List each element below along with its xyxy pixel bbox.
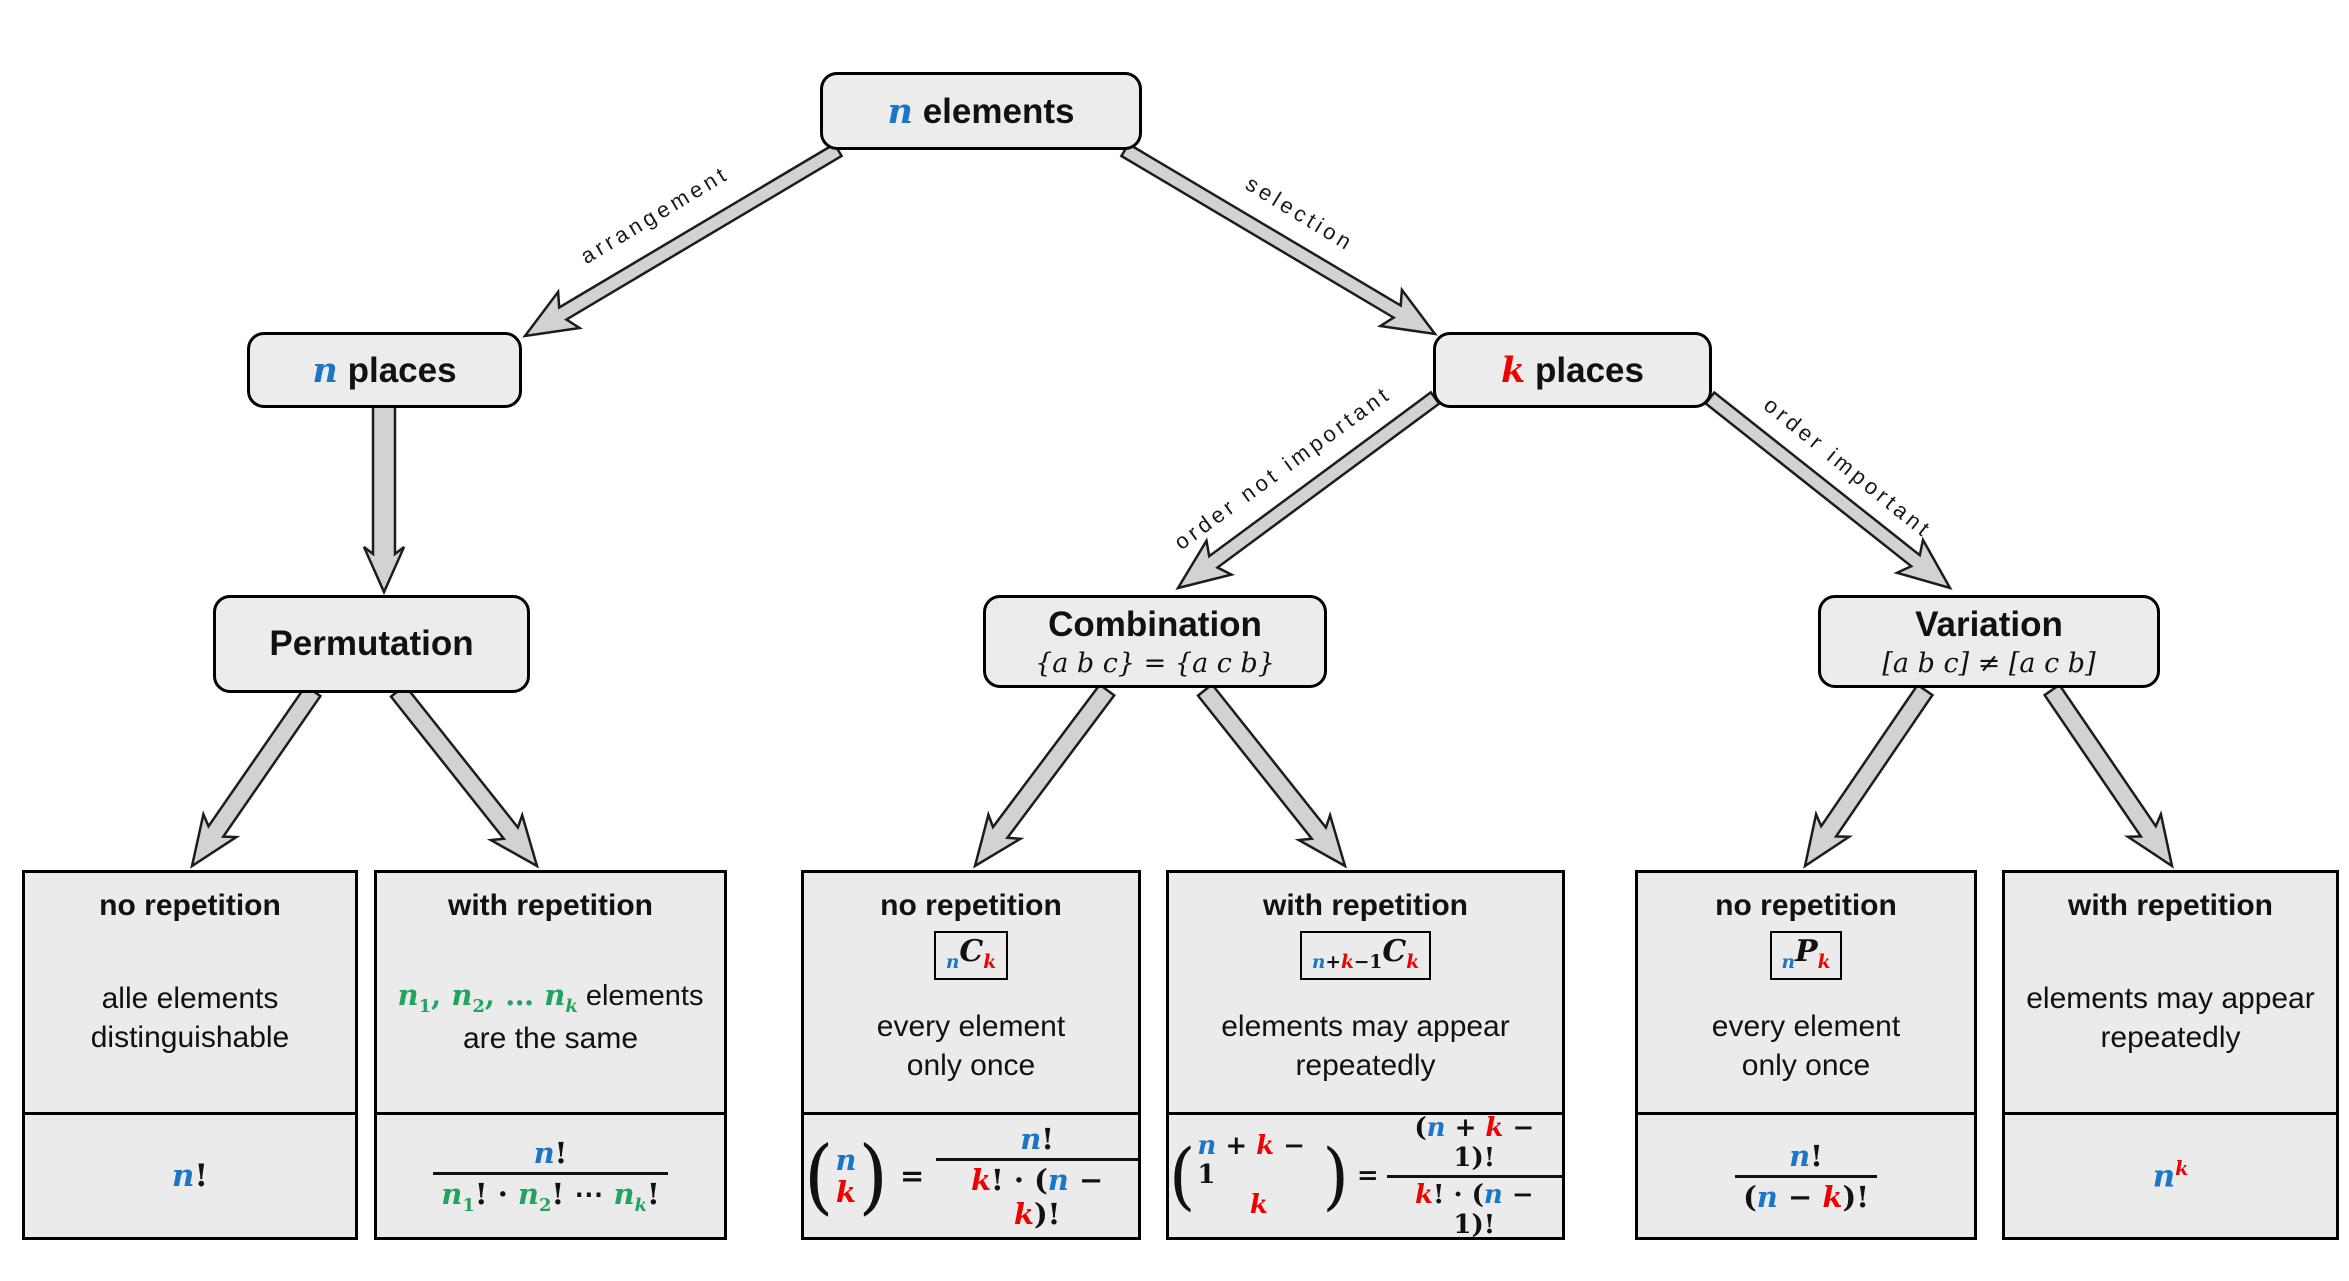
- leaf-formula: nk: [2005, 1112, 2336, 1237]
- leaf-formula: n!: [25, 1112, 355, 1237]
- binomial-stack: n + k − 1 k: [1195, 1132, 1322, 1219]
- leaf-description: every element only once: [877, 980, 1065, 1112]
- node-n-elements: n elements: [820, 72, 1142, 150]
- node-variation-title: Variation: [1915, 604, 2063, 644]
- fraction-numerator: n!: [1020, 1121, 1055, 1156]
- leaf-formula: ( n + k − 1 k ) = (n + k − 1)! k! · (n −…: [1169, 1112, 1562, 1240]
- arrow-k-places-to-variation: [1703, 390, 1953, 591]
- leaf-heading: no repetition: [99, 889, 281, 922]
- formula-fraction: (n + k − 1)! k! · (n − 1)!: [1386, 1112, 1562, 1240]
- left-parenthesis: (: [804, 1128, 834, 1224]
- leaf-description: every element only once: [1712, 980, 1900, 1112]
- leaf-description-line: are the same: [462, 1021, 639, 1055]
- binomial-bottom: k: [835, 1175, 857, 1209]
- left-parenthesis: (: [1169, 1133, 1196, 1219]
- formula-fraction: n! n1! · n2! ⋯ nk!: [433, 1136, 668, 1216]
- formula-n-power-k: nk: [2152, 1157, 2189, 1195]
- n-plus-k-minus-1-Ck-symbol-badge: n+k−1Ck: [1299, 931, 1432, 981]
- node-n-places-title: n places: [312, 349, 457, 391]
- leaf-description-line: distinguishable: [90, 1020, 290, 1054]
- leaf-description-line: every element: [876, 1010, 1066, 1044]
- node-combination-subtitle: {a b c} = {a c b}: [1035, 647, 1275, 679]
- leaf-description-line: only once: [1741, 1049, 1871, 1083]
- leaf-description-line: alle elements: [101, 981, 279, 1015]
- arrow-n-places-to-permutation: [362, 404, 406, 596]
- leaf-body: no repetition nCk every element only onc…: [804, 873, 1138, 1112]
- leaf-formula: n! (n − k)!: [1638, 1112, 1974, 1237]
- leaf-heading: with repetition: [448, 889, 653, 922]
- binomial-bottom: k: [1249, 1189, 1268, 1220]
- binomial-top: n: [835, 1142, 857, 1177]
- leaf-heading: no repetition: [880, 889, 1062, 922]
- arrow-root-to-n-places: [522, 142, 844, 338]
- leaf-body: no repetition nPk every element only onc…: [1638, 873, 1974, 1112]
- leaf-formula: n! n1! · n2! ⋯ nk!: [377, 1112, 724, 1237]
- arrow-variation-to-no-repetition: [1803, 683, 1935, 869]
- binomial-top: n + k − 1: [1197, 1131, 1306, 1191]
- leaf-description-line: n1, n2, … nk elements: [397, 978, 704, 1018]
- arrow-k-places-to-combination: [1175, 390, 1441, 590]
- fraction-denominator: (n − k)!: [1735, 1174, 1877, 1214]
- leaf-body: no repetition alle elements distinguisha…: [25, 873, 355, 1112]
- leaf-description-line: repeatedly: [1295, 1049, 1436, 1083]
- leaf-body: with repetition n+k−1Ck elements may app…: [1169, 873, 1562, 1112]
- leaf-combination-no-repetition: no repetition nCk every element only onc…: [801, 870, 1141, 1240]
- arrow-combination-to-with-repetition: [1196, 682, 1348, 869]
- right-parenthesis: ): [858, 1128, 888, 1224]
- equals-sign: =: [1356, 1161, 1379, 1191]
- formula-n-factorial: n!: [171, 1158, 209, 1194]
- fraction-denominator: k! · (n − k)!: [936, 1157, 1138, 1231]
- leaf-permutation-no-repetition: no repetition alle elements distinguisha…: [22, 870, 358, 1240]
- arrow-variation-to-with-repetition: [2042, 683, 2174, 869]
- leaf-body: with repetition elements may appear repe…: [2005, 873, 2336, 1112]
- leaf-description: n1, n2, … nk elements are the same: [398, 923, 704, 1112]
- fraction-denominator: k! · (n − 1)!: [1386, 1174, 1562, 1240]
- arrow-permutation-to-no-repetition: [190, 684, 323, 869]
- leaf-combination-with-repetition: with repetition n+k−1Ck elements may app…: [1166, 870, 1565, 1240]
- fraction-numerator: n!: [533, 1136, 568, 1171]
- node-permutation-title: Permutation: [269, 624, 474, 663]
- arrow-root-to-k-places: [1119, 142, 1438, 336]
- arrow-combination-to-no-repetition: [973, 682, 1116, 869]
- node-k-places-title: k places: [1501, 349, 1644, 391]
- nPk-symbol-badge: nPk: [1769, 931, 1843, 981]
- leaf-description-line: elements may appear: [2026, 981, 2315, 1015]
- node-permutation: Permutation: [213, 595, 530, 693]
- leaf-description: elements may appear repeatedly: [1221, 980, 1510, 1112]
- right-parenthesis: ): [1322, 1133, 1349, 1219]
- node-variation: Variation [a b c] ≠ [a c b]: [1818, 595, 2160, 688]
- leaf-variation-with-repetition: with repetition elements may appear repe…: [2002, 870, 2339, 1240]
- leaf-heading: with repetition: [1263, 889, 1468, 922]
- node-combination-title: Combination: [1048, 604, 1262, 644]
- binomial-coefficient: ( n k ): [804, 1128, 888, 1224]
- leaf-formula: ( n k ) = n! k! · (n − k)!: [804, 1112, 1138, 1237]
- formula-fraction: n! k! · (n − k)!: [936, 1122, 1138, 1231]
- node-k-places: k places: [1433, 332, 1712, 408]
- fraction-denominator: n1! · n2! ⋯ nk!: [433, 1172, 668, 1216]
- leaf-description-line: only once: [906, 1049, 1036, 1083]
- arrow-permutation-to-with-repetition: [389, 683, 540, 869]
- nCk-symbol-badge: nCk: [933, 931, 1009, 981]
- leaf-body: with repetition n1, n2, … nk elements ar…: [377, 873, 724, 1112]
- binomial-coefficient: ( n + k − 1 k ): [1169, 1132, 1349, 1219]
- equals-sign: =: [899, 1159, 925, 1193]
- fraction-numerator: n!: [1789, 1138, 1823, 1173]
- leaf-description-line: elements may appear: [1221, 1010, 1510, 1044]
- node-variation-subtitle: [a b c] ≠ [a c b]: [1882, 647, 2096, 679]
- formula-fraction: n! (n − k)!: [1735, 1139, 1877, 1214]
- leaf-heading: no repetition: [1715, 889, 1897, 922]
- binomial-stack: n k: [833, 1142, 858, 1209]
- leaf-permutation-with-repetition: with repetition n1, n2, … nk elements ar…: [374, 870, 727, 1240]
- leaf-description-line: repeatedly: [2100, 1020, 2241, 1054]
- node-n-elements-title: n elements: [887, 90, 1075, 132]
- node-n-places: n places: [247, 332, 522, 408]
- fraction-numerator: (n + k − 1)!: [1414, 1112, 1535, 1173]
- leaf-description-line: every element: [1711, 1010, 1901, 1044]
- node-combination: Combination {a b c} = {a c b}: [983, 595, 1327, 688]
- leaf-description: alle elements distinguishable: [91, 923, 289, 1112]
- leaf-variation-no-repetition: no repetition nPk every element only onc…: [1635, 870, 1977, 1240]
- leaf-description: elements may appear repeatedly: [2026, 923, 2315, 1112]
- leaf-heading: with repetition: [2068, 889, 2273, 922]
